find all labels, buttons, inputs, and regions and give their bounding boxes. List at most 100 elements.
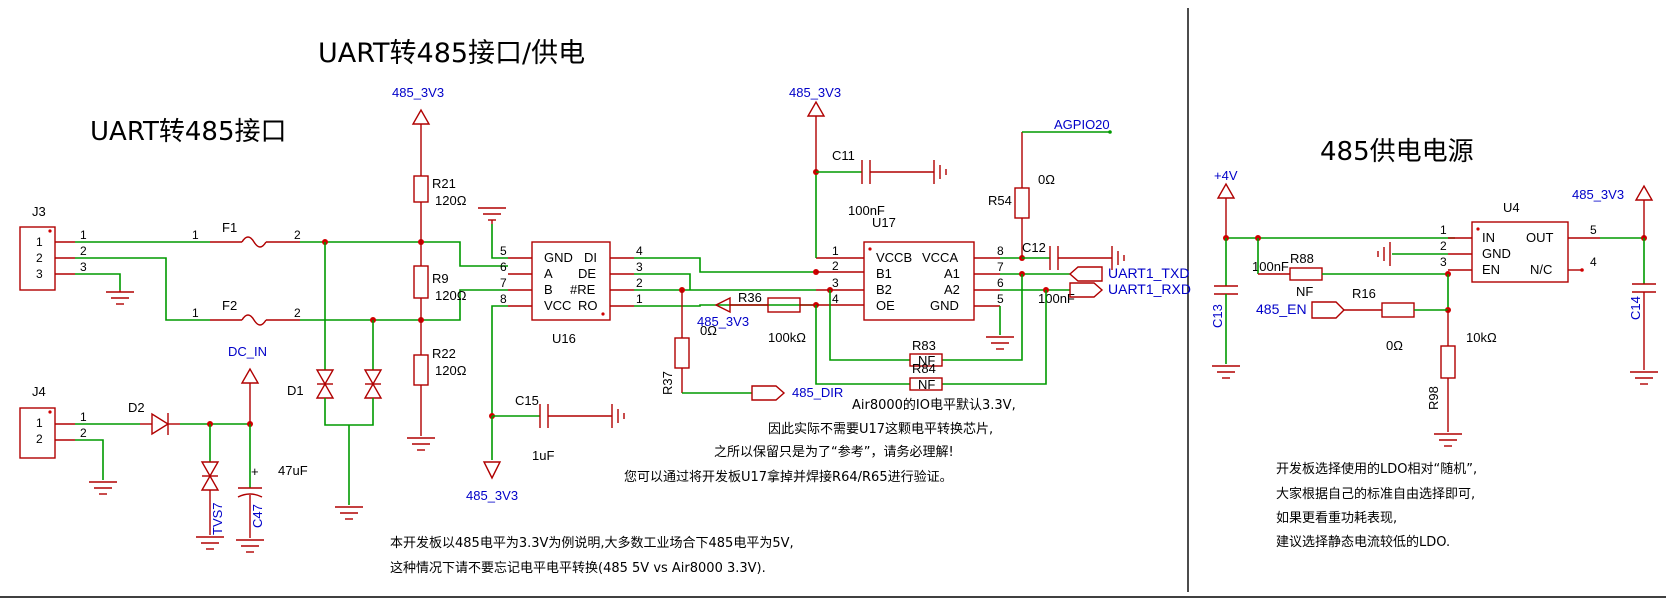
u17-pinnum-3: 3 bbox=[832, 276, 839, 290]
resistor-r16: R16 0Ω bbox=[1344, 286, 1448, 353]
u4-pin-out: OUT bbox=[1526, 230, 1554, 245]
tvs7-ref: TVS7 bbox=[210, 502, 225, 535]
note-ldo-3: 如果更看重功耗表现, bbox=[1276, 510, 1397, 526]
u16-pin-a: A bbox=[544, 266, 553, 281]
note-level-1: 本开发板以485电平为3.3V为例说明,大多数工业场合下485电平为5V, bbox=[390, 535, 794, 551]
note-air-3: 之所以保留只是为了“参考”，请务必理解! bbox=[714, 444, 954, 460]
u16-pinnum-1: 1 bbox=[636, 292, 643, 306]
power-flag-dc-in: DC_IN bbox=[228, 344, 267, 424]
r37-ref: R37 bbox=[660, 371, 675, 395]
r98-value: 10kΩ bbox=[1466, 330, 1497, 345]
u16-pin-ro: RO bbox=[578, 298, 598, 313]
u17-pin-b2: B2 bbox=[876, 282, 892, 297]
f1-pin1: 1 bbox=[192, 228, 199, 242]
net-uart1-txd-label: UART1_TXD bbox=[1108, 265, 1189, 281]
j3-pinnum-2: 2 bbox=[80, 244, 87, 258]
u17-pin-oe: OE bbox=[876, 298, 895, 313]
ground-symbol bbox=[1212, 365, 1240, 379]
net-485-3v3-label: 485_3V3 bbox=[392, 85, 444, 100]
net-485-en-label: 485_EN bbox=[1256, 301, 1307, 317]
c14-ref: C14 bbox=[1628, 296, 1643, 320]
ground-symbol bbox=[478, 207, 506, 224]
j4-pin2-label: 2 bbox=[36, 432, 43, 446]
c15-ref: C15 bbox=[515, 393, 539, 408]
resistor-r98: R98 10kΩ bbox=[1426, 310, 1497, 432]
c47-ref: C47 bbox=[250, 504, 265, 528]
capacitor-c12: C12 100nF bbox=[1022, 240, 1125, 306]
f1-ref: F1 bbox=[222, 220, 237, 235]
r21-ref: R21 bbox=[432, 176, 456, 191]
power-flag-485-3v3-bottom: 485_3V3 bbox=[466, 461, 518, 503]
net-agpio20-label: AGPIO20 bbox=[1054, 117, 1110, 132]
resistor-r9: R9 120Ω bbox=[413, 242, 467, 320]
resistor-r84: R84 NF bbox=[909, 361, 943, 392]
power-flag-plus4v: +4V bbox=[1214, 168, 1238, 238]
section-title-power: 485供电电源 bbox=[1320, 137, 1474, 167]
c47-value: 47uF bbox=[278, 463, 308, 478]
u4-pin-en: EN bbox=[1482, 262, 1500, 277]
capacitor-c15: C15 1uF bbox=[492, 393, 625, 463]
r16-ref: R16 bbox=[1352, 286, 1376, 301]
j3-pin3-label: 3 bbox=[36, 267, 43, 281]
svg-text:+: + bbox=[251, 464, 259, 479]
j3-pinnum-1: 1 bbox=[80, 228, 87, 242]
ground-symbol bbox=[106, 290, 134, 305]
net-port-uart1-rxd: UART1_RXD bbox=[1069, 281, 1191, 298]
u17-pinnum-4: 4 bbox=[832, 292, 839, 306]
capacitor-c13: C13 100nF bbox=[1210, 238, 1289, 364]
u4-pinnum-4: 4 bbox=[1590, 255, 1597, 269]
u16-pinnum-4: 4 bbox=[636, 244, 643, 258]
note-ldo-1: 开发板选择使用的LDO相对“随机”, bbox=[1276, 461, 1477, 477]
power-flag-485-3v3-ldo: 485_3V3 bbox=[1572, 184, 1654, 238]
r9-ref: R9 bbox=[432, 271, 449, 286]
net-485-b bbox=[300, 289, 508, 321]
u4-ref: U4 bbox=[1503, 200, 1520, 215]
net-port-uart1-txd: UART1_TXD bbox=[1068, 265, 1189, 282]
r36-ref: R36 bbox=[738, 290, 762, 305]
u17-pin-vccb: VCCB bbox=[876, 250, 912, 265]
ground-symbol bbox=[335, 506, 363, 520]
j4-pin1-label: 1 bbox=[36, 416, 43, 430]
u4-pinnum-3: 3 bbox=[1440, 255, 1447, 269]
ground-symbol-horizontal bbox=[1377, 242, 1391, 266]
net-485-a bbox=[300, 241, 508, 267]
note-level-2: 这种情况下请不要忘记电平电平转换(485 5V vs Air8000 3.3V)… bbox=[390, 560, 766, 576]
u16-pinnum-8: 8 bbox=[500, 292, 507, 306]
u16-pin-re: #RE bbox=[570, 282, 596, 297]
f2-pin2: 2 bbox=[294, 306, 301, 320]
c12-value: 100nF bbox=[1038, 291, 1075, 306]
net-plus4v-label: +4V bbox=[1214, 168, 1238, 183]
u16-pin-di: DI bbox=[584, 250, 597, 265]
u17-pinnum-5: 5 bbox=[997, 292, 1004, 306]
u16-pinnum-7: 7 bbox=[500, 276, 507, 290]
u16-pin-de: DE bbox=[578, 266, 596, 281]
j4-ref: J4 bbox=[32, 384, 46, 399]
ic-u17: U17 VCCB B1 B2 OE VCCA A1 A2 GND 1 2 3 4… bbox=[816, 215, 1004, 321]
diode-d2: D2 bbox=[128, 400, 180, 436]
d1-ref: D1 bbox=[287, 383, 304, 398]
power-flag-485-3v3: 485_3V3 bbox=[392, 85, 444, 176]
resistor-r37: R37 0Ω bbox=[660, 290, 717, 395]
u16-pinnum-2: 2 bbox=[636, 276, 643, 290]
r9-value: 120Ω bbox=[435, 288, 467, 303]
ic-u4: U4 IN GND EN OUT N/C 1 2 3 5 4 bbox=[1440, 200, 1600, 283]
ground-symbol bbox=[407, 437, 435, 451]
net-port-485-dir: 485_DIR bbox=[751, 385, 843, 401]
c13-ref: C13 bbox=[1210, 304, 1225, 328]
r83-ref: R83 bbox=[912, 338, 936, 353]
net-485-dir-label: 485_DIR bbox=[792, 385, 843, 400]
resistor-r36: R36 100kΩ 485_3V3 bbox=[697, 290, 816, 345]
net-485-3v3-r36-label: 485_3V3 bbox=[697, 314, 749, 329]
r21-value: 120Ω bbox=[435, 193, 467, 208]
ground-symbol bbox=[1630, 371, 1658, 385]
u17-pinnum-1: 1 bbox=[832, 244, 839, 258]
net-dc-in-label: DC_IN bbox=[228, 344, 267, 359]
c11-value: 100nF bbox=[848, 203, 885, 218]
net-485-3v3-u17-label: 485_3V3 bbox=[789, 85, 841, 100]
r54-ref: R54 bbox=[988, 193, 1012, 208]
u4-pinnum-2: 2 bbox=[1440, 239, 1447, 253]
u16-pinnum-5: 5 bbox=[500, 244, 507, 258]
ground-symbol bbox=[196, 536, 224, 550]
net-uart1-rxd-label: UART1_RXD bbox=[1108, 281, 1191, 297]
u4-pinnum-5: 5 bbox=[1590, 223, 1597, 237]
